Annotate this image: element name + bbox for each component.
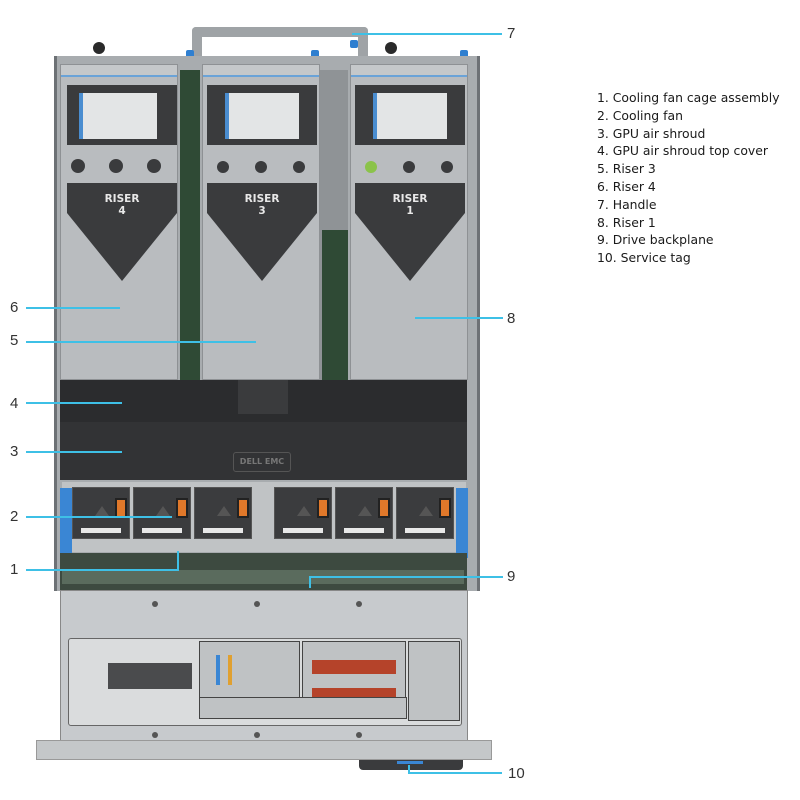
legend-item: 1. Cooling fan cage assembly (597, 90, 780, 105)
system-board-strip (322, 230, 348, 380)
blue-touchpoint-icon (186, 50, 194, 58)
gpu-air-shroud (60, 422, 467, 480)
thumbscrew-knob (93, 42, 105, 54)
system-board-strip (180, 70, 200, 380)
callout-number: 8 (507, 310, 516, 327)
riser-label: RISER (104, 193, 140, 205)
led-behavior-label (199, 641, 300, 698)
riser-3: RISER 3 (202, 64, 320, 380)
legend-item: 4. GPU air shroud top cover (597, 143, 768, 159)
dell-emc-logo: DELL EMC (233, 452, 291, 472)
service-tag (359, 760, 463, 770)
callout-number: 10 (508, 765, 525, 782)
front-panel-ear (36, 740, 492, 760)
blue-touchpoint-icon (350, 40, 358, 48)
callout-legend: 1. Cooling fan cage assembly 2. Cooling … (597, 89, 797, 267)
riser-4: RISER 4 (60, 64, 178, 380)
callout-number: 3 (10, 443, 19, 460)
callout-number: 9 (507, 568, 516, 585)
callout-number: 4 (10, 395, 19, 412)
handle (192, 27, 368, 67)
express-service-tag-label (408, 641, 460, 721)
callout-number: 2 (10, 508, 19, 525)
legend-item: 2. Cooling fan (597, 107, 683, 123)
legend-item: 7. Handle (597, 196, 657, 212)
cooling-fan (194, 487, 252, 539)
blue-touchpoint-icon (311, 50, 319, 58)
riser-number: 3 (258, 205, 266, 217)
callout-number: 7 (507, 25, 516, 42)
riser-label: RISER (244, 193, 280, 205)
riser-number: 4 (118, 205, 126, 217)
callout-number: 1 (10, 561, 19, 578)
legend-item: 8. Riser 1 (597, 214, 656, 230)
riser-number: 1 (406, 205, 414, 217)
callout-number: 5 (10, 332, 19, 349)
cooling-fan-cage-assembly (62, 482, 466, 552)
fan-cage-release-lever (60, 488, 72, 558)
thumbscrew-knob (385, 42, 397, 54)
backplane-board (62, 570, 464, 584)
shroud-cover-center (238, 380, 288, 414)
legend-item: 9. Drive backplane (597, 232, 714, 248)
cooling-fan (335, 487, 393, 539)
legend-item: 6. Riser 4 (597, 178, 656, 194)
riser-label: RISER (392, 193, 428, 205)
cooling-fan (274, 487, 332, 539)
regulatory-label (108, 663, 192, 689)
cooling-fan (133, 487, 191, 539)
cooling-fan (72, 487, 130, 539)
legend-item: 10. Service tag (597, 250, 691, 266)
legend-item: 5. Riser 3 (597, 161, 656, 177)
icon-legend-label (199, 697, 407, 719)
fan-cage-release-lever (456, 488, 468, 558)
riser-1: RISER 1 (350, 64, 468, 380)
cooling-fan (396, 487, 454, 539)
callout-number: 6 (10, 299, 19, 316)
legend-item: 3. GPU air shroud (597, 125, 706, 141)
blue-touchpoint-icon (460, 50, 468, 58)
